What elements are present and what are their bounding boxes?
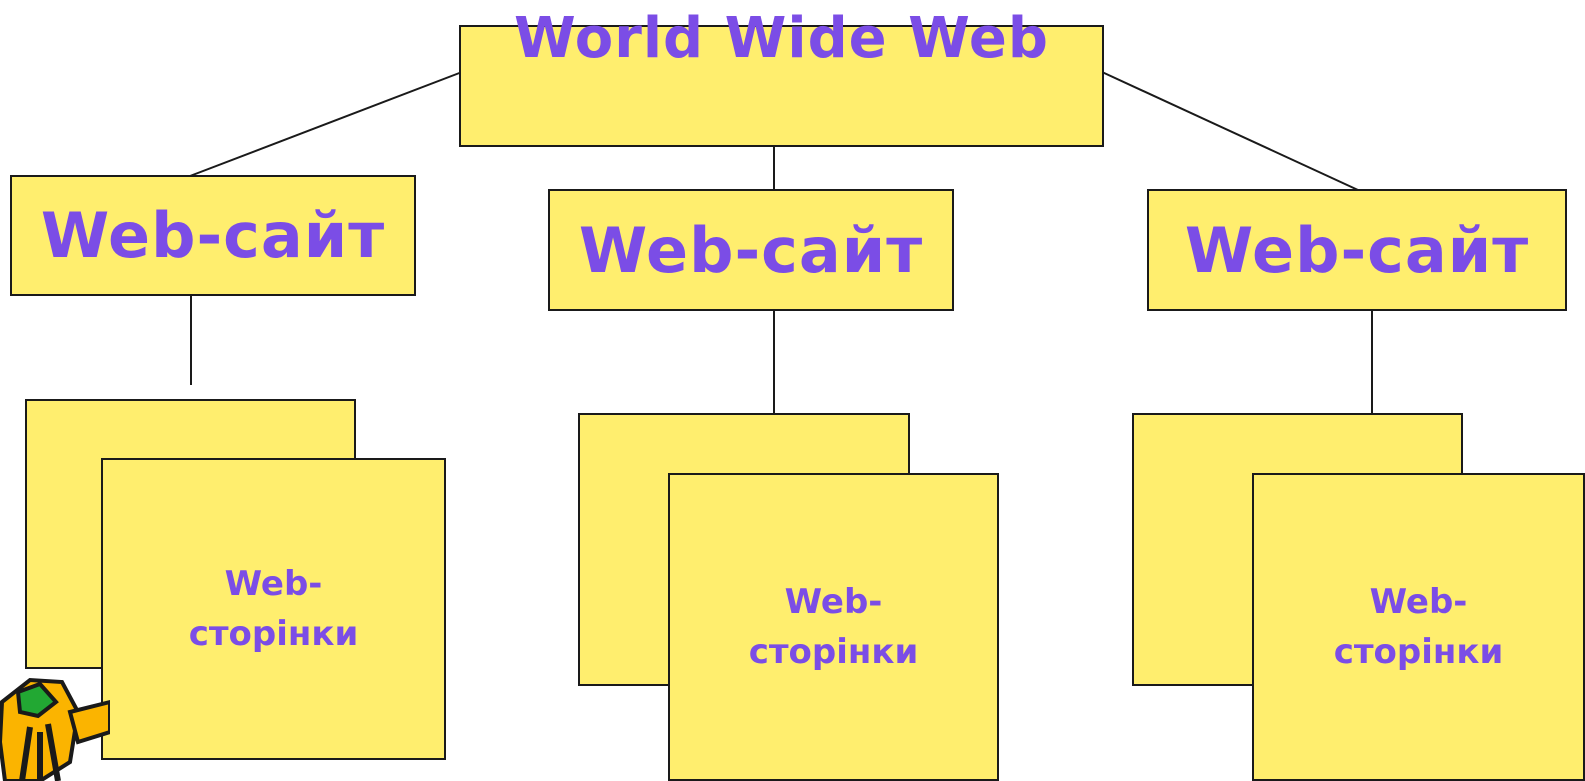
connector-root-site-1 <box>189 71 463 177</box>
page-label-line1: Web- <box>224 564 323 604</box>
page-label-line2: сторінки <box>748 632 919 672</box>
page-label-line2: сторінки <box>188 614 359 654</box>
pushpin-clipart-icon <box>0 677 110 781</box>
site-label: Web-сайт <box>578 213 924 287</box>
site-node-2: Web-сайт <box>548 189 954 311</box>
site-node-1: Web-сайт <box>10 175 416 296</box>
connector-root-site-3 <box>1101 71 1359 191</box>
page-card-front-1: Web- сторінки <box>101 458 446 760</box>
page-label-line2: сторінки <box>1333 632 1504 672</box>
site-label: Web-сайт <box>40 199 386 272</box>
root-node: World Wide Web <box>459 7 1104 147</box>
page-card-front-2: Web- сторінки <box>668 473 999 781</box>
page-label-line1: Web- <box>1369 582 1468 622</box>
page-card-front-3: Web- сторінки <box>1252 473 1585 781</box>
site-label: Web-сайт <box>1184 213 1530 287</box>
root-title: World Wide Web <box>513 6 1049 71</box>
site-node-3: Web-сайт <box>1147 189 1567 311</box>
page-label-line1: Web- <box>784 582 883 622</box>
